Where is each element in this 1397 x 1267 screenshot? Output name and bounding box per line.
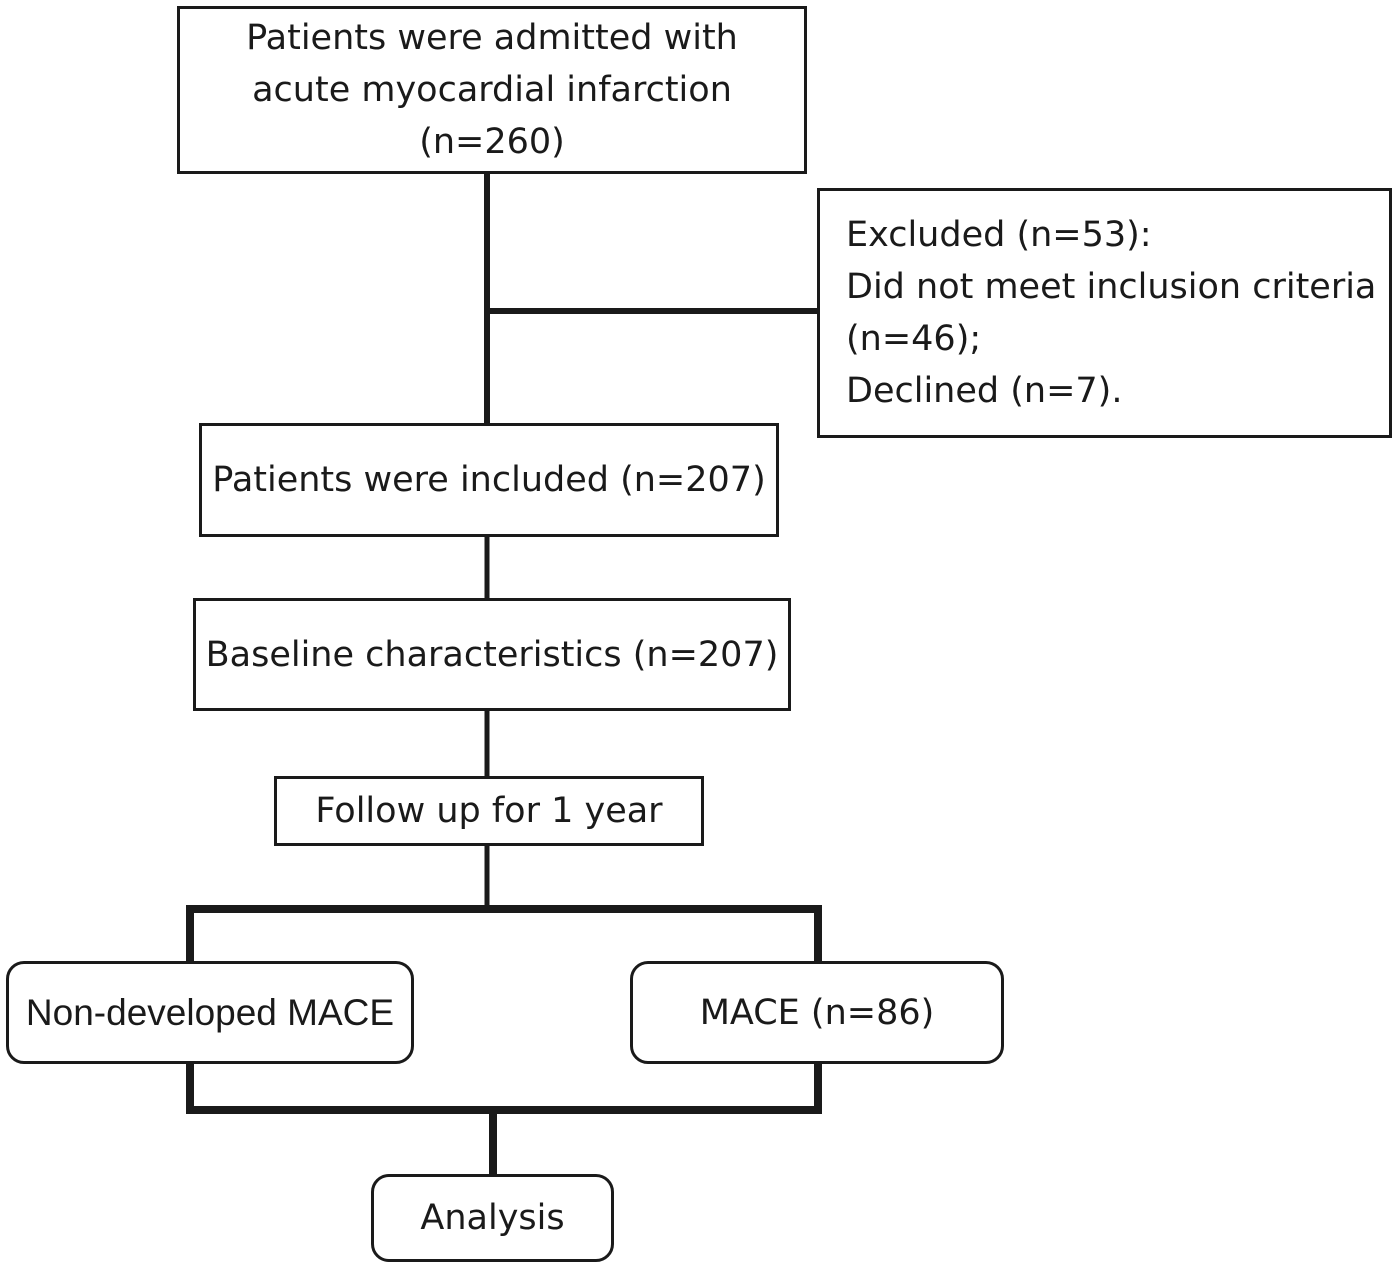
baseline-box: Baseline characteristics (n=207) bbox=[193, 598, 791, 711]
excluded-line-3: (n=46); bbox=[846, 319, 982, 359]
merge-bracket bbox=[186, 1059, 822, 1114]
follow-up-box: Follow up for 1 year bbox=[274, 776, 704, 846]
admitted-line-3: (n=260) bbox=[419, 122, 565, 162]
non-mace-label: Non-developed MACE bbox=[25, 991, 395, 1033]
admitted-box: Patients were admitted with acute myocar… bbox=[177, 6, 807, 174]
analysis-box: Analysis bbox=[371, 1174, 614, 1262]
included-label: Patients were included (n=207) bbox=[212, 460, 766, 500]
analysis-label: Analysis bbox=[420, 1198, 565, 1238]
included-box: Patients were included (n=207) bbox=[199, 423, 779, 537]
follow-up-label: Follow up for 1 year bbox=[315, 791, 663, 831]
split-bracket bbox=[186, 905, 822, 966]
non-mace-box: Non-developed MACE bbox=[6, 961, 414, 1064]
excluded-line-2: Did not meet inclusion criteria bbox=[846, 267, 1377, 307]
admitted-line-2: acute myocardial infarction bbox=[252, 70, 732, 110]
excluded-line-4: Declined (n=7). bbox=[846, 371, 1123, 411]
mace-box: MACE (n=86) bbox=[630, 961, 1004, 1064]
excluded-line-1: Excluded (n=53): bbox=[846, 215, 1152, 255]
admitted-line-1: Patients were admitted with bbox=[246, 18, 738, 58]
mace-label: MACE (n=86) bbox=[699, 992, 935, 1033]
excluded-box: Excluded (n=53): Did not meet inclusion … bbox=[817, 188, 1392, 438]
baseline-label: Baseline characteristics (n=207) bbox=[205, 634, 779, 675]
